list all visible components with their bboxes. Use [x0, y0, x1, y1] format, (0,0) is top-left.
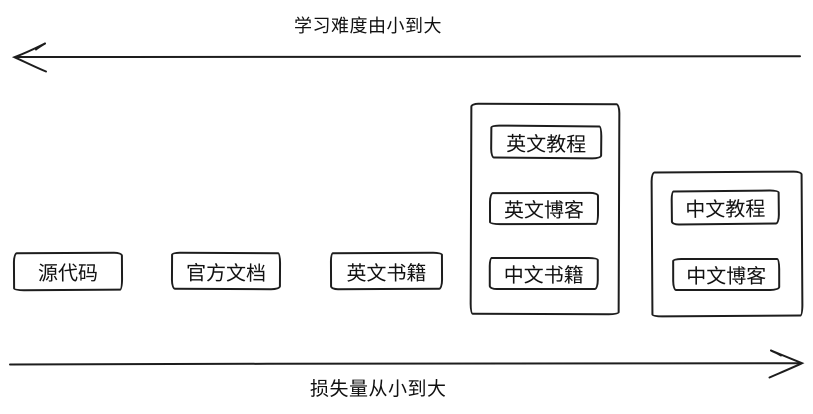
box-english-books-label: 英文书籍 [346, 262, 427, 285]
box-chinese-blog-label: 中文博客 [686, 265, 767, 289]
group-box-chinese-sources: 中文教程 中文博客 [650, 170, 804, 318]
group-box-english-sources: 英文教程 英文博客 中文书籍 [469, 102, 621, 316]
box-official-docs: 官方文档 [170, 251, 282, 291]
top-axis-label: 学习难度由小到大 [294, 16, 442, 36]
box-chinese-books: 中文书籍 [488, 256, 599, 291]
bottom-axis-label: 损失量从小到大 [310, 379, 447, 400]
box-source-code-label: 源代码 [37, 262, 99, 286]
box-english-tutorial: 英文教程 [490, 124, 603, 160]
box-chinese-books-label: 中文书籍 [503, 264, 584, 288]
box-source-code: 源代码 [12, 251, 124, 292]
box-chinese-tutorial: 中文教程 [670, 189, 780, 226]
box-official-docs-label: 官方文档 [185, 262, 267, 285]
box-english-books: 英文书籍 [329, 251, 444, 291]
box-english-blog-label: 英文博客 [503, 199, 585, 223]
arrow-left-icon [11, 42, 801, 73]
box-chinese-tutorial-label: 中文教程 [685, 198, 766, 222]
box-english-tutorial-label: 英文教程 [506, 133, 587, 156]
box-chinese-blog: 中文博客 [672, 257, 781, 292]
box-english-blog: 英文博客 [488, 191, 600, 226]
